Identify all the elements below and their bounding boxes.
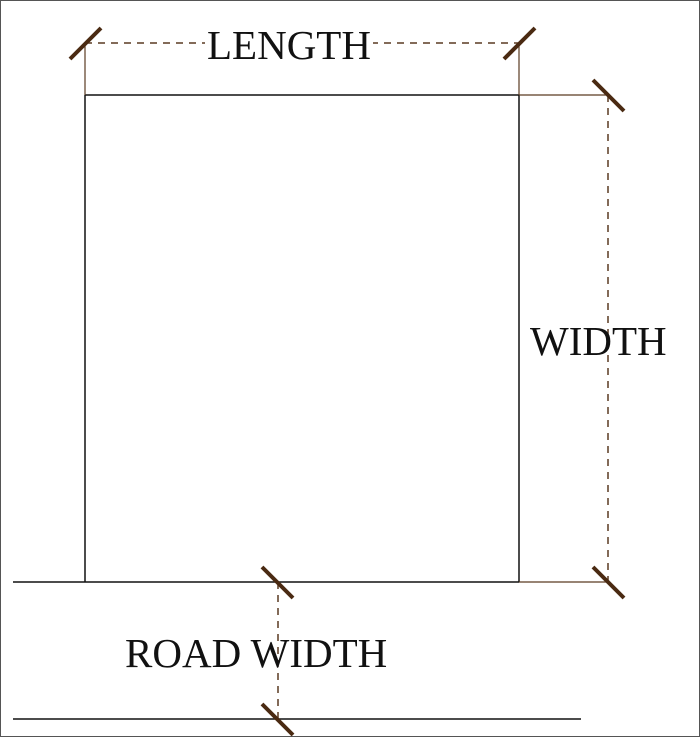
width-tick-bottom: [591, 565, 626, 600]
length-tick-left: [68, 26, 103, 61]
width-label: WIDTH: [530, 318, 667, 364]
road-width-tick-top: [260, 565, 295, 600]
road-width-tick-bottom: [260, 702, 295, 737]
length-label: LENGTH: [205, 22, 373, 68]
road-width-label: ROAD WIDTH: [125, 630, 388, 676]
width-tick-top: [591, 78, 626, 113]
length-tick-right: [502, 26, 537, 61]
